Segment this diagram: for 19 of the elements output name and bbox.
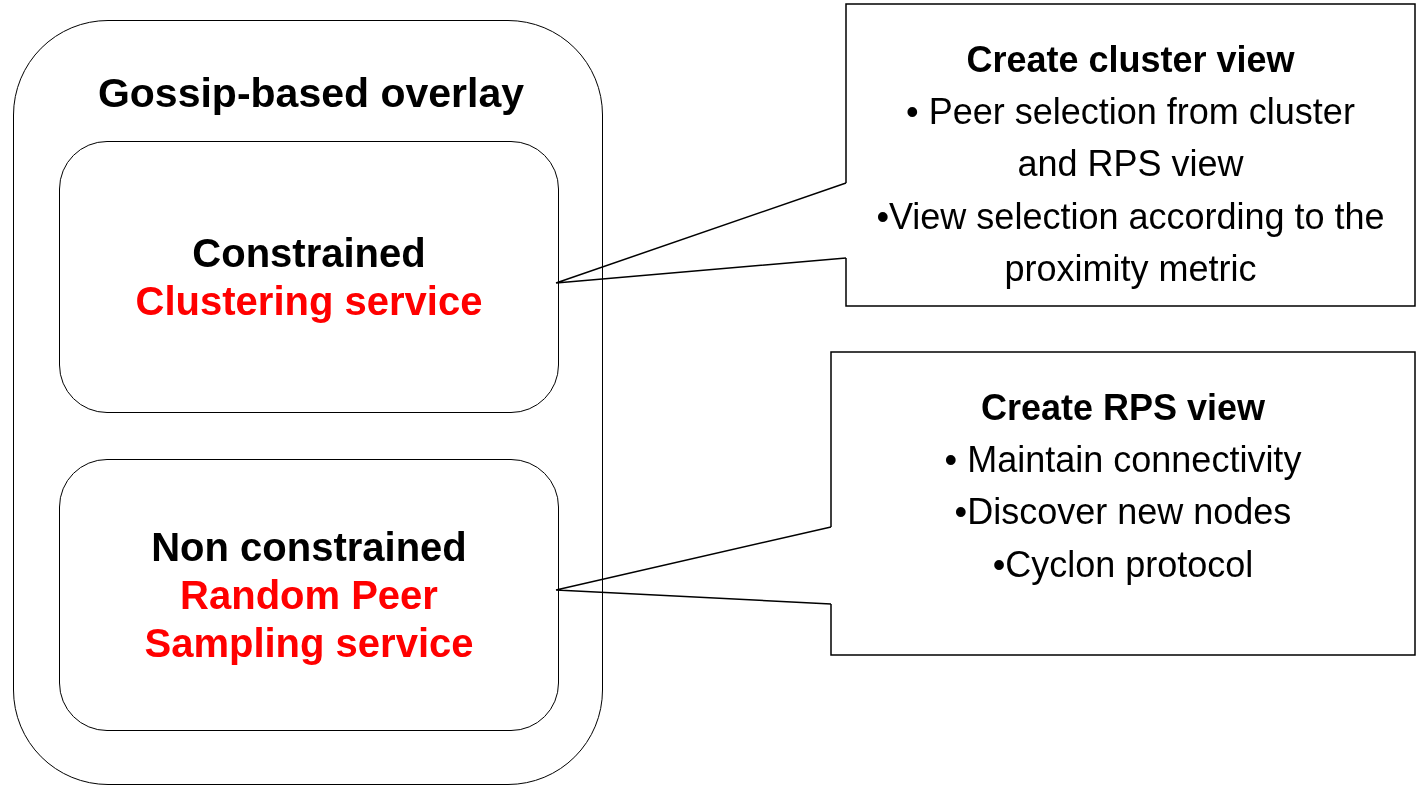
service-type: Non constrained xyxy=(150,524,468,571)
service-type: Constrained xyxy=(191,230,427,277)
callout-heading: Create RPS view xyxy=(979,386,1267,430)
bullet-item: • Maintain connectivity xyxy=(943,438,1303,483)
bullet-item: •View selection according to the proximity metric xyxy=(875,194,1386,291)
service-box xyxy=(59,459,559,731)
service-name: Clustering service xyxy=(134,278,484,325)
callout-pointer xyxy=(555,526,832,605)
service-name: Random Peer Sampling service xyxy=(143,572,475,667)
rounded-group-box xyxy=(13,20,603,785)
callout-pointer xyxy=(555,182,847,284)
bullet-item: •Cyclon protocol xyxy=(991,542,1255,587)
service-box xyxy=(59,141,559,413)
callout-box xyxy=(831,352,1415,655)
bullet-item: •Discover new nodes xyxy=(953,490,1293,535)
callout-box xyxy=(846,4,1415,306)
group-title: Gossip-based overlay xyxy=(96,69,526,118)
callout-heading: Create cluster view xyxy=(965,38,1296,82)
bullet-item: • Peer selection from cluster and RPS view xyxy=(905,90,1356,187)
